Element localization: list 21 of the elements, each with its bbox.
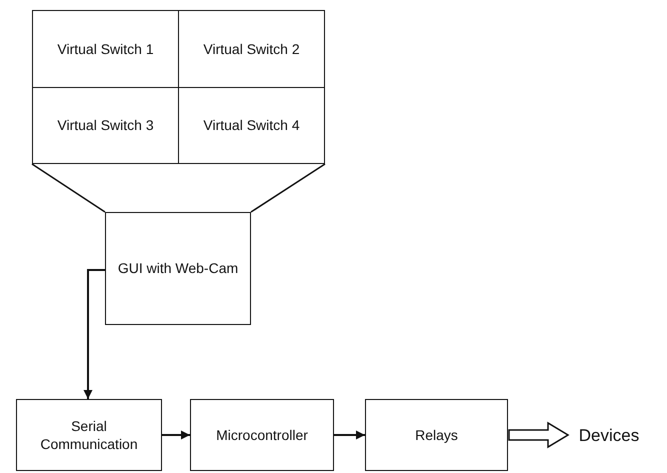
box-label: Virtual Switch 4: [203, 116, 300, 135]
box-label: Virtual Switch 2: [203, 40, 300, 58]
node-label: Devices: [578, 424, 640, 447]
process-box: [190, 399, 334, 471]
box-label: Serial Communication: [39, 416, 139, 454]
box-label: Microcontroller: [216, 426, 308, 444]
arrow: [334, 430, 365, 440]
process-box: [105, 212, 251, 325]
arrow: [84, 269, 105, 399]
process-box: [16, 399, 162, 471]
process-box: [178, 10, 325, 88]
process-box: [32, 10, 179, 88]
arrow: [162, 430, 190, 440]
block-arrow: [508, 422, 570, 448]
process-box: [365, 399, 508, 471]
process-box: [178, 87, 325, 164]
box-label: Virtual Switch 3: [57, 116, 154, 135]
process-box: [32, 87, 179, 164]
box-label: GUI with Web-Cam: [118, 259, 238, 278]
box-label: Relays: [415, 426, 458, 444]
box-label: Virtual Switch 1: [57, 40, 154, 58]
